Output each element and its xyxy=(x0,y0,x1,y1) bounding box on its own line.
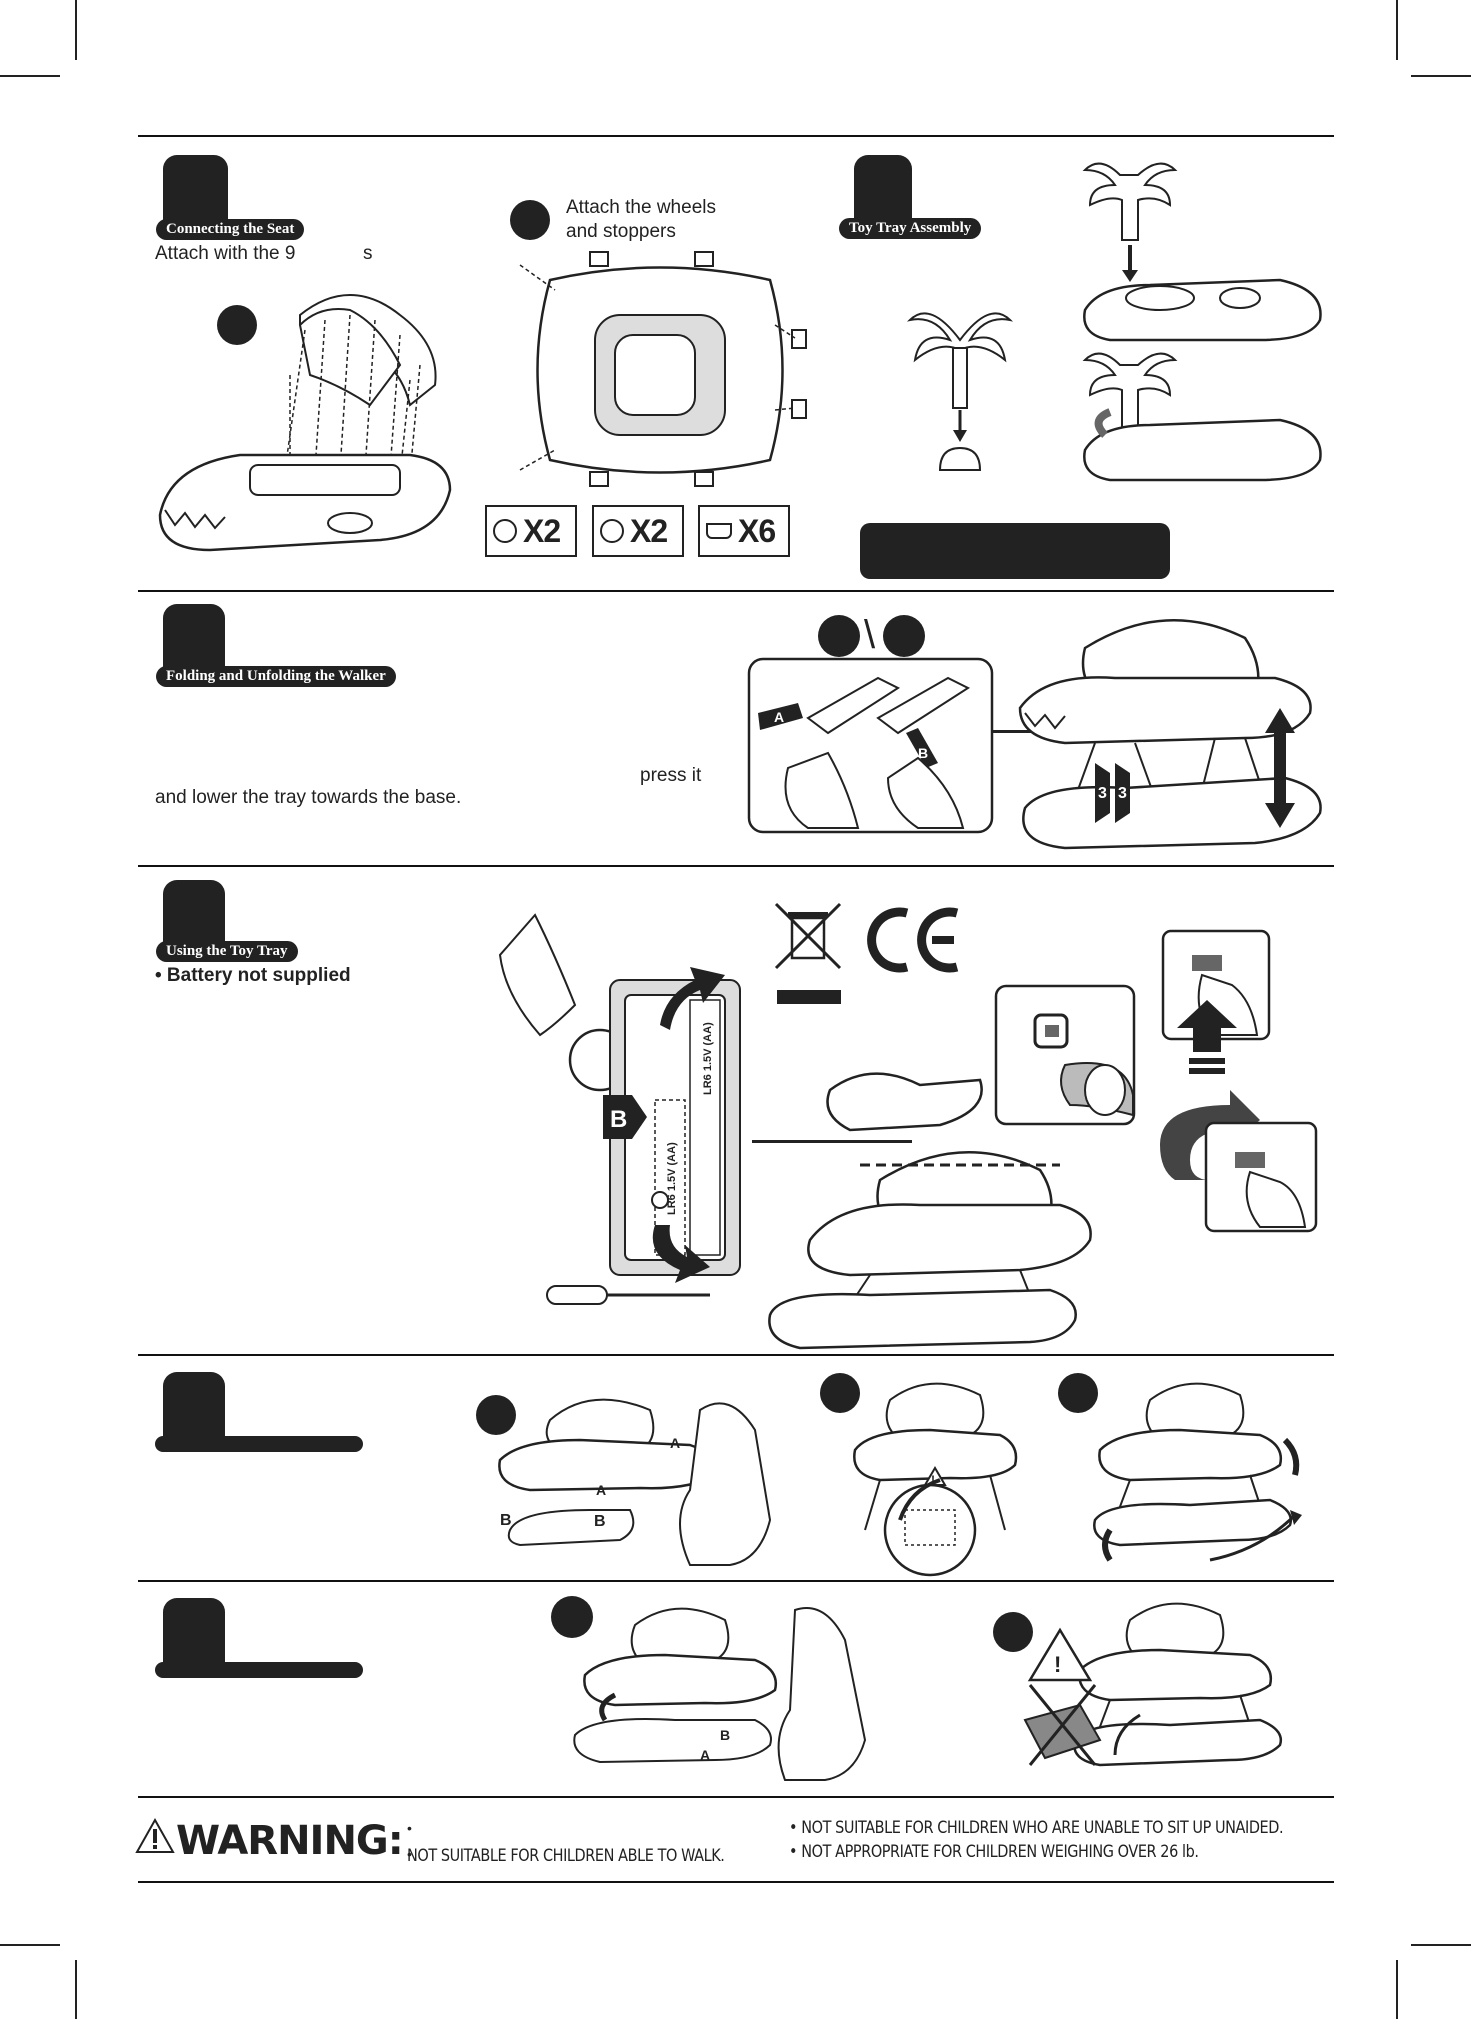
folding-instruction-press: press it xyxy=(640,765,702,786)
push-up-arrow xyxy=(1177,1000,1237,1074)
stopper-icon xyxy=(706,523,732,539)
warning-triangle-icon: ! xyxy=(931,1473,935,1487)
step-number-tab xyxy=(854,155,912,227)
section-title-folding: Folding and Unfolding the Walker xyxy=(156,666,396,687)
seat-instruction-suffix: s xyxy=(363,243,373,264)
section-title-toy-tray: Toy Tray Assembly xyxy=(839,218,982,239)
section-title-using-tray: Using the Toy Tray xyxy=(156,941,298,962)
warning-line-right-2: • NOT APPROPRIATE FOR CHILDREN WEIGHING … xyxy=(789,1842,1199,1862)
step-dot xyxy=(818,615,860,657)
step-dot xyxy=(883,615,925,657)
step-dot xyxy=(476,1395,516,1435)
seat-assembly-illustration xyxy=(158,294,452,552)
crossed-bin-icon xyxy=(774,902,842,970)
letter-b: B xyxy=(500,1512,512,1529)
crop-mark xyxy=(75,0,77,60)
walker-rocking-mode-illustration xyxy=(1093,1382,1302,1562)
section-divider xyxy=(138,590,1334,592)
toy-tray-illustration xyxy=(1082,162,1322,482)
battery-label: LR6 1.5V (AA) xyxy=(666,1142,678,1215)
connector-line xyxy=(993,730,1053,733)
walker-walking-mode-illustration: ! xyxy=(1023,1602,1283,1767)
stopper-wheel-icon xyxy=(600,519,624,543)
letter-b: B xyxy=(594,1513,606,1530)
tray-clip-detail-illustration xyxy=(994,984,1136,1126)
warning-bullet: • xyxy=(407,1820,412,1836)
step-number-tab xyxy=(163,880,225,952)
walker-with-tray-illustration xyxy=(768,1072,1092,1350)
section-divider xyxy=(138,1580,1334,1582)
release-buttons-illustration: A B xyxy=(747,657,994,834)
palm-toy-illustration xyxy=(906,312,1014,471)
crop-mark xyxy=(1411,1944,1471,1946)
crop-mark xyxy=(0,1944,60,1946)
rotate-arrow xyxy=(1160,1090,1260,1180)
step-dot xyxy=(510,200,550,240)
section-title-bar xyxy=(155,1436,363,1452)
screwdriver-icon xyxy=(546,1285,710,1305)
letter-a: A xyxy=(700,1747,710,1763)
walker-conversion-illustration: B A xyxy=(573,1607,867,1781)
stopper-count-box: X2 xyxy=(592,505,684,557)
step-number-tab xyxy=(163,1372,225,1442)
step-dot xyxy=(820,1373,860,1413)
crop-mark xyxy=(1396,0,1398,60)
step-dot xyxy=(993,1612,1033,1652)
number-three: 3 xyxy=(1098,785,1107,802)
crop-mark xyxy=(1411,75,1471,77)
stopper-count-box: X6 xyxy=(698,505,790,557)
wheels-instruction-line1: Attach the wheels xyxy=(566,197,716,218)
disposal-bar xyxy=(777,990,841,1004)
letter-a: A xyxy=(670,1435,680,1451)
clip-release-detail-illustration xyxy=(1204,1121,1318,1233)
step-dot xyxy=(1058,1373,1098,1413)
warning-triangle-icon xyxy=(135,1817,175,1853)
crop-mark xyxy=(75,1960,77,2019)
base-underside-illustration xyxy=(519,251,807,487)
step-dot xyxy=(217,305,257,345)
wheels-instruction-line2: and stoppers xyxy=(566,221,676,242)
battery-label: LR6 1.5V (AA) xyxy=(702,1022,714,1095)
letter-b: B xyxy=(610,1106,627,1133)
crop-mark xyxy=(0,75,60,77)
warning-bullet: • xyxy=(407,1846,412,1862)
ce-mark-icon xyxy=(867,907,959,973)
section-divider xyxy=(138,1796,1334,1798)
walker-fold-illustration: 3 3 xyxy=(1018,618,1322,850)
step-separator: \ xyxy=(864,613,876,657)
warning-line-right-1: • NOT SUITABLE FOR CHILDREN WHO ARE UNAB… xyxy=(789,1818,1284,1838)
number-three: 3 xyxy=(1118,785,1127,802)
battery-note: • Battery not supplied xyxy=(155,965,351,986)
section-divider xyxy=(138,1881,1334,1883)
folding-instruction-lower: and lower the tray towards the base. xyxy=(155,787,462,808)
step-dot xyxy=(551,1596,593,1638)
wheel-icon xyxy=(493,519,517,543)
section-divider xyxy=(138,1354,1334,1356)
section-title-bar xyxy=(155,1662,363,1678)
letter-b: B xyxy=(918,745,928,761)
section-title-seat: Connecting the Seat xyxy=(156,219,305,240)
step-number-tab xyxy=(163,604,225,676)
caption-bar xyxy=(860,523,1170,579)
step-number-tab xyxy=(163,155,228,227)
warning-title: WARNING: xyxy=(176,1818,404,1864)
seat-instruction: Attach with the 9 xyxy=(155,243,296,264)
letter-a: A xyxy=(774,709,784,725)
walker-rocking-assembly-illustration: B B A A xyxy=(498,1398,772,1566)
walker-base-insert-illustration: ! xyxy=(853,1382,1018,1577)
connector-line xyxy=(752,1140,912,1143)
crop-mark xyxy=(1396,1960,1398,2019)
warning-triangle-icon: ! xyxy=(1054,1652,1061,1677)
section-divider xyxy=(138,135,1334,137)
step-number-tab xyxy=(163,1598,225,1668)
letter-b: B xyxy=(720,1727,730,1743)
letter-a: A xyxy=(596,1482,606,1498)
battery-compartment-illustration: LR6 1.5V (AA) LR6 1.5V (AA) B xyxy=(498,913,741,1283)
wheel-count-box: X2 xyxy=(485,505,577,557)
warning-line-left: NOT SUITABLE FOR CHILDREN ABLE TO WALK. xyxy=(407,1846,725,1866)
section-divider xyxy=(138,865,1334,867)
